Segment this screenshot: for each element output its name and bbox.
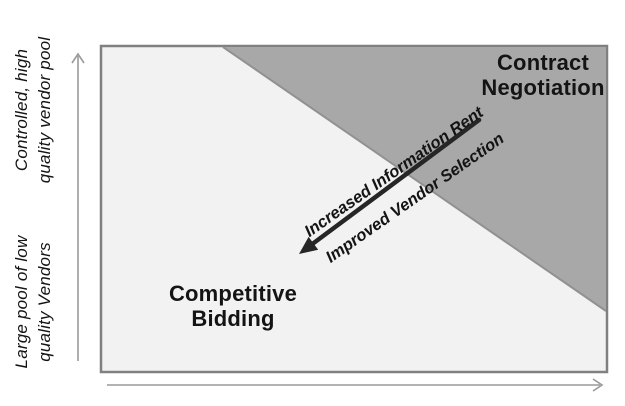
y-axis-label-bottom: Large pool of low quality Vendors (12, 235, 54, 369)
main-arrow-head-icon (299, 236, 319, 254)
diagonal-boundary-line (222, 46, 607, 312)
x-axis-arrowhead-icon (592, 378, 604, 392)
region-label-contract-negotiation: Contract Negotiation (481, 50, 605, 100)
main-arrow-shaft (308, 117, 482, 248)
region-label-competitive-bidding: Competitive Bidding (168, 281, 298, 331)
y-axis-arrowhead-icon (71, 52, 85, 64)
y-axis-label-top: Controlled, high quality vendor pool (12, 36, 54, 184)
